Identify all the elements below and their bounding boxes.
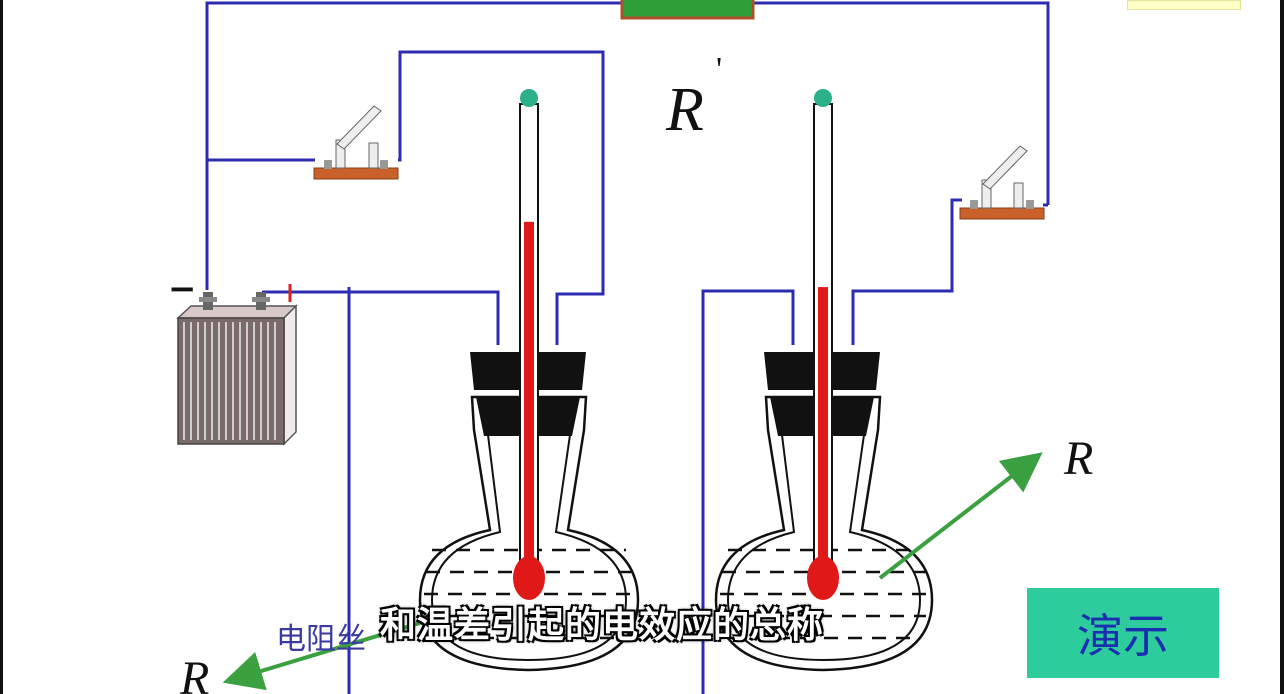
wire-right-flask-right [851, 198, 962, 345]
rheostat [620, 0, 755, 20]
screen-frame-right [1280, 0, 1284, 694]
resistance-wire-label: 电阻丝 [276, 622, 366, 657]
label-r-prime-mark: ' [716, 51, 722, 88]
arrow-right-resistance [878, 452, 1043, 580]
label-r-prime: R [665, 76, 704, 144]
mercury-bulb-right [807, 556, 839, 600]
thermometer-cap-right [814, 89, 832, 107]
demo-button[interactable]: 演示 [1027, 588, 1219, 678]
switch-left[interactable] [313, 105, 399, 180]
video-subtitle: 和温差引起的电效应的总称 [380, 605, 825, 646]
thermometer-left [513, 89, 545, 600]
screen-frame-left [0, 0, 3, 694]
battery-minus-label: − [168, 269, 197, 309]
mercury-column-left [524, 221, 534, 576]
wire-top-loop [205, 1, 622, 290]
battery [176, 284, 298, 446]
arrow-left-resistance [222, 621, 421, 691]
wire-right-flask-left [701, 289, 795, 694]
label-r-left: R [179, 652, 209, 694]
label-r-right: R [1063, 432, 1093, 485]
slide-corner-box [1127, 0, 1241, 10]
mercury-column-right [818, 287, 828, 576]
wires [205, 1, 1050, 694]
wire-left-switch-out [398, 50, 605, 345]
mercury-bulb-left [513, 556, 545, 600]
switch-right[interactable] [959, 145, 1045, 220]
wire-battery-positive [262, 290, 500, 345]
thermometer-cap-left [520, 89, 538, 107]
wire-top-right [753, 1, 1050, 205]
thermometer-right [807, 89, 839, 600]
